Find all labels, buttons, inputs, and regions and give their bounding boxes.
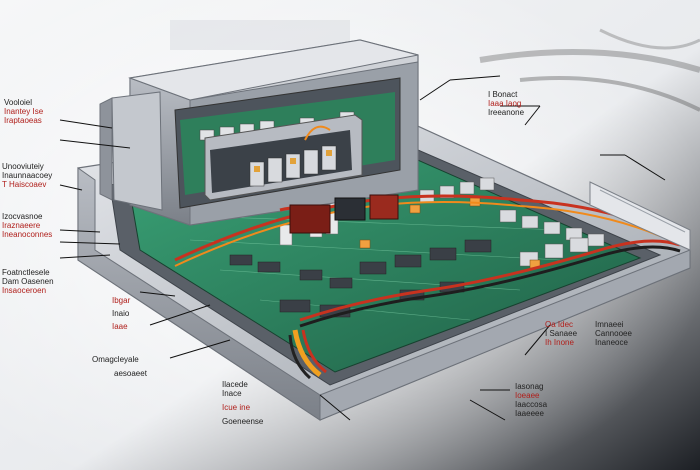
label-left-4-line2: Dam Oasenen	[2, 277, 54, 286]
label-center-1-line3: Iaae	[112, 322, 128, 331]
label-left-1: Vooloiel Inantey Ise Iraptaoeas	[4, 98, 43, 125]
label-left-4-line3: Insaoceroen	[2, 286, 47, 295]
label-center-1: Ibgar Inaio Iaae	[112, 296, 130, 331]
label-left-2: Unooviuteiy Inaunnaacoey T Haiscoaev	[2, 162, 52, 189]
label-right-2: Oa Idec I Sanaee Ih Inone	[545, 320, 577, 347]
label-left-3-line3: Ineanoconnes	[2, 230, 53, 239]
label-center-2-line1: Omagcleyale	[92, 355, 139, 364]
label-center-3-line1: Ilacede	[222, 380, 248, 389]
power-cables	[174, 125, 681, 380]
right-rail	[589, 181, 691, 251]
label-left-2-line2: Inaunnaacoey	[2, 171, 53, 180]
label-right-3-line1: Imnaeei	[595, 320, 624, 329]
label-right-3-line2: Cannooee	[595, 329, 632, 338]
label-left-4: Foatnctlesele Dam Oasenen Insaoceroen	[2, 268, 54, 295]
label-left-3-line2: Iraznaeere	[2, 221, 41, 230]
label-right-4-line4: Iaaeeee	[515, 409, 544, 418]
label-right-3-line3: Inaneoce	[595, 338, 628, 347]
label-center-3-line3: Icue ine	[222, 403, 251, 412]
label-right-1-line3: Ireeanone	[488, 108, 525, 117]
label-right-2-line3: Ih Inone	[545, 338, 574, 347]
label-left-1-line1: Vooloiel	[4, 98, 33, 107]
label-center-2: Omagcleyale aesoaeet	[92, 355, 147, 378]
processor-module	[204, 114, 363, 201]
background-cables	[170, 20, 700, 112]
label-right-2-line2: I Sanaee	[545, 329, 578, 338]
label-left-2-line1: Unooviuteiy	[2, 162, 44, 171]
label-center-2-line2: aesoaeet	[114, 369, 147, 378]
label-left-1-line3: Iraptaoeas	[4, 116, 42, 125]
label-right-1: I Bonact Iaaa Iaog Ireeanone	[488, 90, 524, 117]
label-right-2-line1: Oa Idec	[545, 320, 574, 329]
label-center-3-line2: Inace	[222, 389, 242, 398]
label-center-3: Ilacede Inace Icue ine Goeneense	[222, 380, 263, 426]
label-left-3-line1: Izocvasnoe	[2, 212, 43, 221]
leader-lines	[59, 75, 666, 421]
label-left-4-line1: Foatnctlesele	[2, 268, 50, 277]
label-left-1-line2: Inantey Ise	[4, 107, 44, 116]
connector-cluster	[289, 194, 399, 234]
label-right-1-line1: I Bonact	[488, 90, 518, 99]
label-center-3-line4: Goeneense	[222, 417, 264, 426]
label-right-3: Imnaeei Cannooee Inaneoce	[595, 320, 632, 347]
label-left-2-line3: T Haiscoaev	[2, 180, 47, 189]
label-right-4-line1: Iasonag	[515, 382, 544, 391]
label-left-3: Izocvasnoe Iraznaeere Ineanoconnes	[2, 212, 52, 239]
label-center-1-line1: Ibgar	[112, 296, 131, 305]
label-right-4: Iasonag Ioeaee Iaaccosa Iaaeeee	[515, 382, 547, 418]
label-right-4-line3: Iaaccosa	[515, 400, 548, 409]
label-right-1-line2: Iaaa Iaog	[488, 99, 522, 108]
label-right-4-line2: Ioeaee	[515, 391, 540, 400]
label-center-1-line2: Inaio	[112, 309, 130, 318]
